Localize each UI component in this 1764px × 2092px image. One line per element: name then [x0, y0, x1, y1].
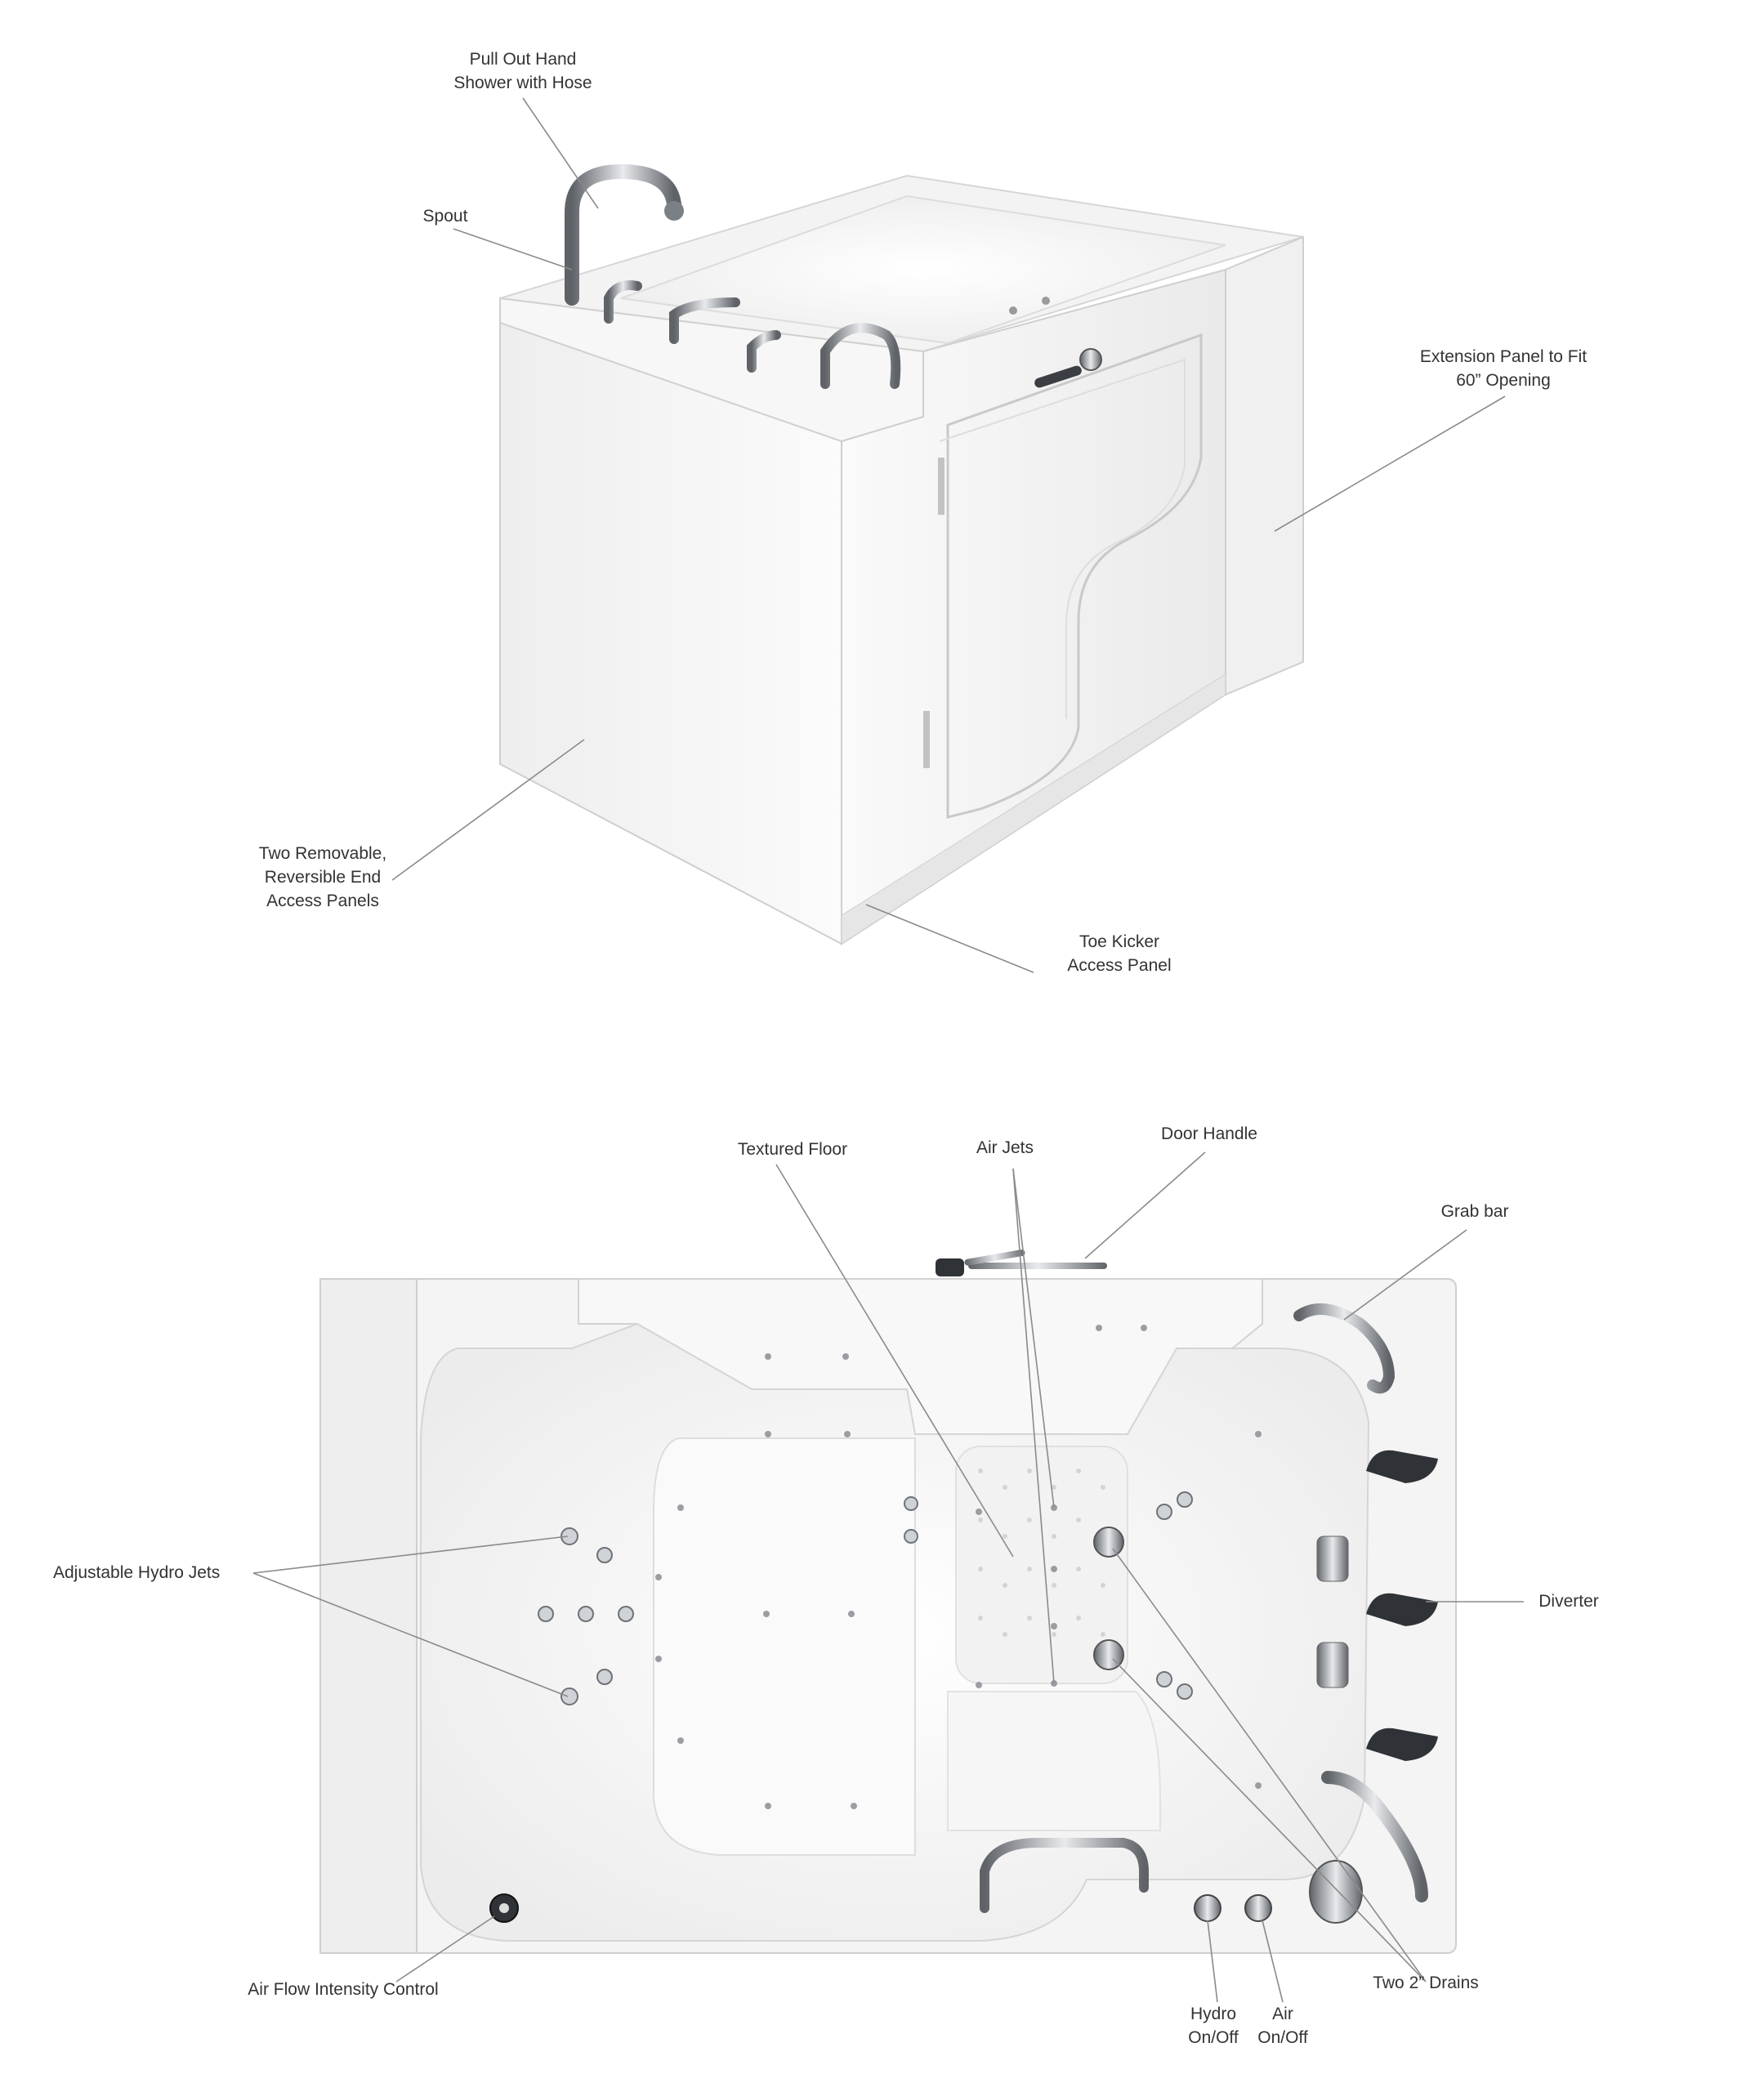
callout-line: Diverter: [1538, 1592, 1599, 1611]
callout-line: Air: [1272, 2005, 1293, 2023]
callout-line: Shower with Hose: [453, 74, 592, 92]
callout-grab-bar: Grab bar: [1422, 1200, 1528, 1223]
hydro-switch-icon: [1194, 1894, 1221, 1922]
callout-line: On/Off: [1257, 2028, 1308, 2047]
callout-line: Grab bar: [1440, 1202, 1509, 1221]
callout-line: Access Panel: [1067, 956, 1172, 975]
callout-drains: Two 2” Drains: [1356, 1971, 1495, 1995]
callout-line: On/Off: [1188, 2028, 1239, 2047]
faucet-controls-icon: [604, 280, 781, 373]
air-switch-icon: [1244, 1894, 1272, 1922]
callout-line: Toe Kicker: [1078, 932, 1160, 951]
callout-line: Textured Floor: [737, 1140, 848, 1159]
callout-air-flow: Air Flow Intensity Control: [221, 1978, 466, 2001]
callout-line: Reversible End: [264, 868, 382, 887]
callout-line: Pull Out Hand: [469, 50, 577, 69]
callout-air-jets: Air Jets: [956, 1136, 1054, 1160]
callout-line: Air Jets: [976, 1138, 1034, 1157]
callout-end-panels: Two Removable, Reversible End Access Pan…: [229, 842, 417, 913]
air-jet-icons: [655, 1325, 1262, 1809]
callout-extension-panel: Extension Panel to Fit 60” Opening: [1389, 345, 1618, 392]
tub-overhead-view: [319, 1249, 1457, 1954]
diverter-icon: [1316, 1450, 1438, 1761]
callout-line: Extension Panel to Fit: [1419, 347, 1588, 366]
callout-line: Door Handle: [1161, 1124, 1257, 1143]
grab-bar-icon: [980, 1303, 1396, 1913]
callout-door-handle: Door Handle: [1140, 1122, 1279, 1146]
callout-line: Two Removable,: [258, 844, 387, 863]
callout-line: Two 2” Drains: [1373, 1974, 1479, 1992]
door-handle-icon: [936, 1249, 1107, 1276]
callout-line: Air Flow Intensity Control: [248, 1980, 439, 1999]
callout-line: Adjustable Hydro Jets: [53, 1563, 221, 1582]
callout-line: Spout: [422, 207, 468, 226]
callout-spout: Spout: [396, 204, 494, 228]
callout-textured-floor: Textured Floor: [711, 1138, 874, 1161]
tub-perspective-view: [499, 163, 1304, 945]
callout-line: Access Panels: [266, 892, 379, 910]
callout-line: 60” Opening: [1456, 371, 1551, 390]
callout-toe-kicker: Toe Kicker Access Panel: [1034, 930, 1205, 977]
callout-hand-shower: Pull Out Hand Shower with Hose: [425, 47, 621, 95]
callout-air-switch: Air On/Off: [1242, 2002, 1324, 2050]
drain-icons: [1093, 1527, 1124, 1670]
grab-bar-icon: [820, 323, 901, 389]
callout-hydro-switch: Hydro On/Off: [1168, 2002, 1258, 2050]
leader-lines: [252, 97, 1524, 2003]
callout-hydro-jets: Adjustable Hydro Jets: [53, 1561, 266, 1585]
door-handle-icon: [1034, 348, 1102, 388]
callout-diverter: Diverter: [1524, 1589, 1614, 1613]
hand-shower-icon: [565, 163, 684, 306]
callout-line: Hydro: [1190, 2005, 1237, 2023]
hydro-jet-icons: [538, 1491, 1193, 1705]
extension-panel: [1225, 235, 1304, 696]
